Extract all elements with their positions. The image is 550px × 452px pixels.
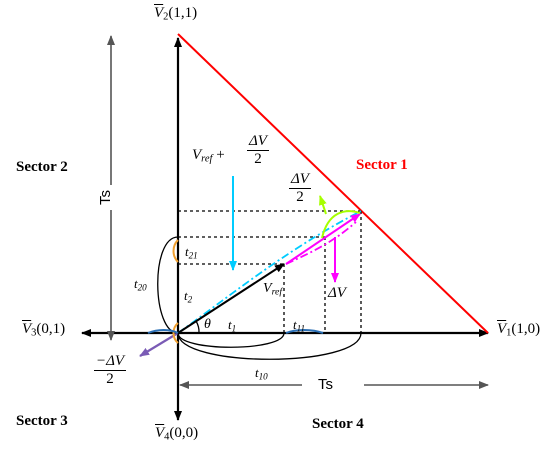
sector4-label: Sector 4 xyxy=(312,416,364,432)
lime-arc xyxy=(321,210,361,239)
sector3-label: Sector 3 xyxy=(16,413,68,429)
t11-label: t11 xyxy=(293,317,306,334)
t10-bracket xyxy=(177,332,362,360)
delta-v-half-label: ΔV 2 xyxy=(289,171,311,205)
cyan-dashdot-curve xyxy=(177,210,362,334)
sector1-label: Sector 1 xyxy=(356,157,408,173)
t1-label: t1 xyxy=(228,317,237,334)
vref-label: Vref xyxy=(263,281,283,298)
neg-delta-v-half-arrow xyxy=(139,332,179,357)
t20-label: t20 xyxy=(134,276,147,293)
vref-plus-label: Vref + xyxy=(192,147,225,165)
blue-bracket-origin xyxy=(147,329,179,334)
t20-bracket xyxy=(157,236,179,334)
sector1-boundary xyxy=(177,33,489,334)
delta-v-half-arrow xyxy=(319,195,327,215)
magenta-vector xyxy=(285,213,361,265)
theta-label: θ xyxy=(204,317,211,332)
vref-plus-fraction: ΔV 2 xyxy=(247,133,269,167)
orange-bracket-origin xyxy=(172,322,179,344)
t1-bracket xyxy=(177,332,285,348)
t21-label: t21 xyxy=(185,244,198,261)
theta-arc xyxy=(195,320,200,334)
ts-vertical-label: Ts xyxy=(97,190,114,205)
delta-v-label: ΔV xyxy=(328,285,346,301)
ts-horizontal-label: Ts xyxy=(318,376,333,393)
v1-label: V1(1,0) xyxy=(497,321,541,339)
orange-bracket-t21 xyxy=(172,239,179,263)
t10-label: t10 xyxy=(255,365,268,382)
magenta-dashdot-curve xyxy=(285,221,357,265)
neg-delta-v-half-label: −ΔV 2 xyxy=(94,353,127,387)
v2-label: V2(1,1) xyxy=(154,5,198,23)
blue-bracket-t11 xyxy=(285,329,324,334)
sector2-label: Sector 2 xyxy=(16,159,68,175)
v4-label: V4(0,0) xyxy=(155,425,199,443)
t2-label: t2 xyxy=(184,288,193,305)
v3-label: V3(0,1) xyxy=(22,321,66,339)
